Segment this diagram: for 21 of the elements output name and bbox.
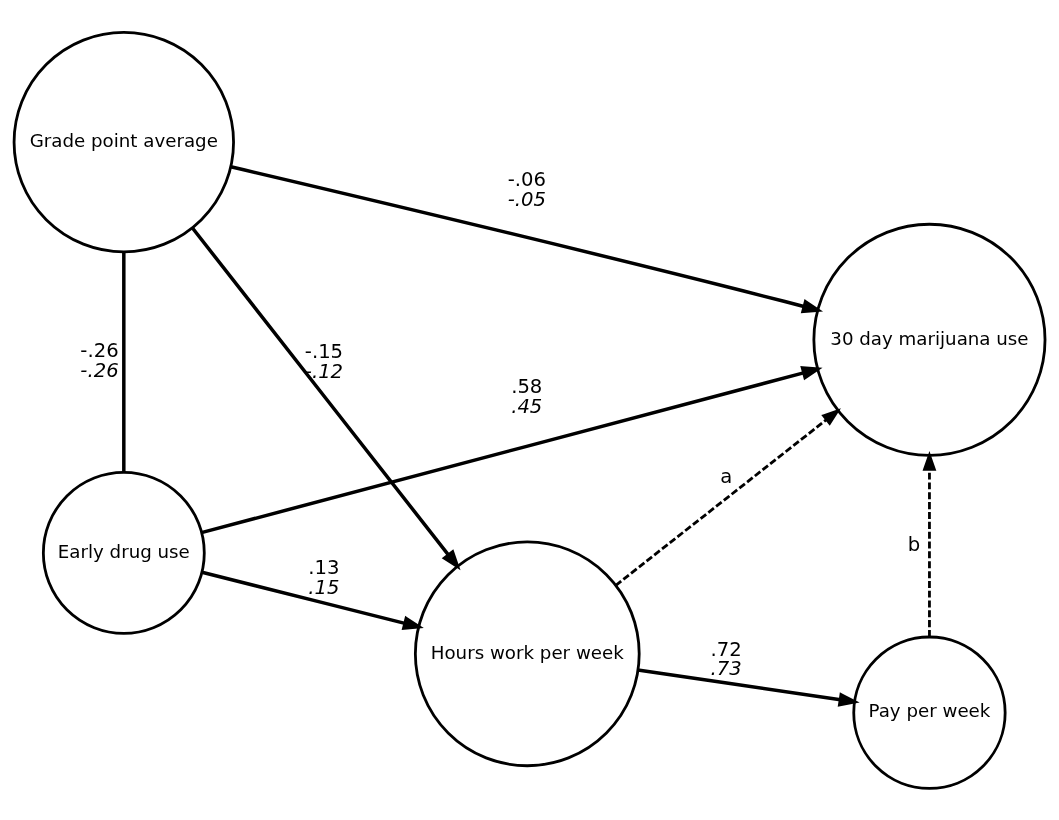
edge-label: -.15 -.12 (304, 339, 344, 383)
arrow (637, 667, 860, 707)
node-circle: Early drug use (41, 470, 206, 635)
arrow (190, 226, 461, 570)
arrow (614, 407, 841, 586)
node-circle: Hours work per week (413, 540, 641, 767)
edge-label: -.06 -.05 (507, 167, 546, 211)
arrow (922, 450, 937, 637)
edge-label: .58 .45 (511, 374, 543, 418)
arrow (230, 164, 823, 313)
edge-label: a (720, 464, 733, 488)
node-circle: Pay per week (852, 635, 1007, 790)
edge-label: .13 .15 (308, 555, 340, 599)
node-circle: 30 day marijuana use (812, 222, 1047, 457)
connector (122, 251, 126, 472)
arrow (201, 365, 823, 534)
edge-label: b (907, 532, 921, 556)
node-circle: Grade point average (12, 30, 235, 253)
edge-label: .72 .73 (710, 637, 742, 680)
arrow (201, 570, 424, 630)
edge-label: -.26 -.26 (80, 338, 119, 381)
